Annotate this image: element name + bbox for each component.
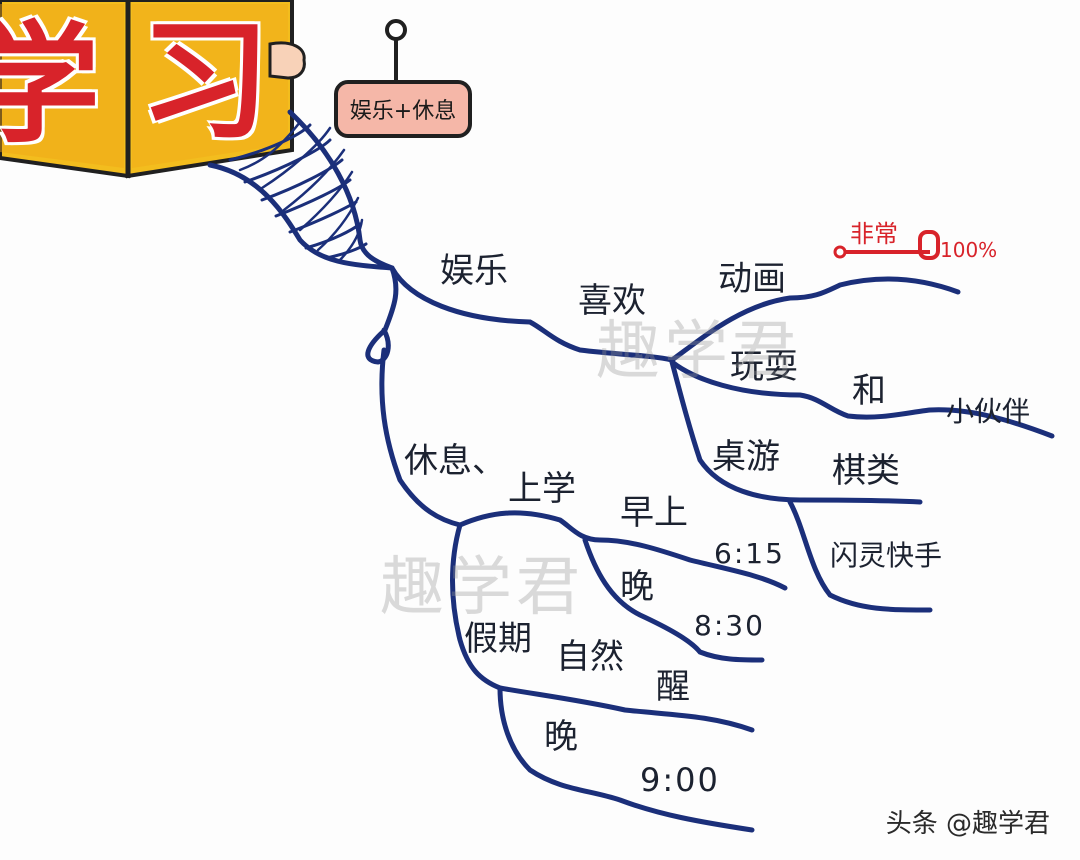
hand-icon: [268, 41, 306, 80]
node-ziran: 自然: [556, 637, 624, 677]
sign-pole: [385, 19, 407, 80]
book-char-xi: 习: [140, 5, 271, 157]
node-jiaqi: 假期: [464, 619, 532, 659]
node-xiaohuoban: 小伙伴: [946, 395, 1031, 428]
book-char-xue: 学: [0, 9, 101, 161]
meter-bar: [833, 230, 940, 260]
node-shanlingkuaishou: 闪灵快手: [830, 539, 943, 572]
node-xiuxi: 休息、: [404, 441, 506, 481]
node-wan1: 晚: [620, 567, 654, 607]
source-credit: 头条 @趣学君: [885, 809, 1050, 839]
node-zao: 早上: [620, 493, 688, 533]
node-wan1-time: 8:30: [694, 609, 765, 642]
node-zhuoyou: 桌游: [712, 437, 780, 477]
node-wanshua: 玩耍: [730, 347, 798, 387]
node-yule: 娱乐: [440, 251, 508, 291]
node-zao-time: 6:15: [714, 537, 785, 570]
meter-knob: [918, 230, 940, 260]
node-shangxue: 上学: [508, 469, 576, 509]
node-donghua: 动画: [718, 259, 786, 299]
meter-label: 非常: [850, 220, 898, 248]
node-qilei: 棋类: [832, 451, 900, 491]
node-he: 和: [852, 371, 886, 411]
pin-icon: [385, 19, 407, 41]
node-xihuan: 喜欢: [578, 281, 646, 321]
book-illustration: [0, 0, 306, 179]
watermark: 趣学君: [596, 315, 800, 389]
sign-label: 娱乐+休息: [334, 80, 472, 138]
watermark: 趣学君: [380, 551, 584, 625]
net-trunk: [207, 109, 395, 271]
node-wan2-time: 9:00: [640, 761, 720, 799]
branches: [365, 265, 1055, 833]
meter-value: 100%: [940, 238, 998, 262]
node-xing: 醒: [656, 667, 690, 707]
node-wan2: 晚: [544, 717, 578, 757]
